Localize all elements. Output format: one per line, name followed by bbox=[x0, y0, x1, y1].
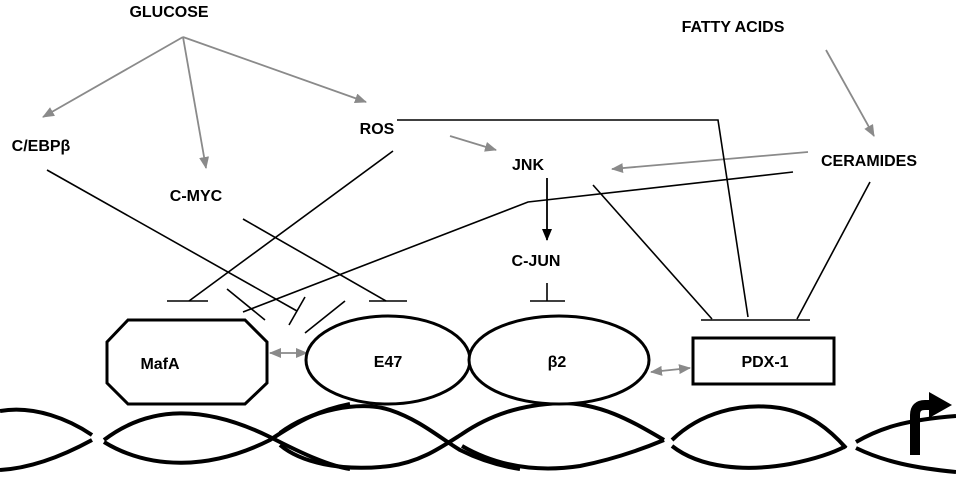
label-pdx1: PDX-1 bbox=[741, 354, 788, 371]
inhibition-lines bbox=[46, 119, 871, 334]
inhibit-jnk-pdx1 bbox=[592, 184, 713, 320]
label-cjun: C-JUN bbox=[512, 253, 561, 270]
label-ros: ROS bbox=[360, 121, 395, 138]
arrow-beta2-pdx1 bbox=[650, 364, 691, 376]
label-glucose: GLUCOSE bbox=[129, 4, 208, 21]
arrow-ros-jnk bbox=[449, 135, 497, 152]
inhibit-ceramides-pdx1 bbox=[796, 181, 871, 320]
activation-arrows bbox=[42, 36, 875, 376]
node-mafa: MafA bbox=[105, 318, 269, 406]
dna-helix bbox=[0, 400, 956, 474]
node-e47: E47 bbox=[304, 314, 472, 406]
label-fatty-acids: FATTY ACIDS bbox=[682, 19, 785, 36]
arrow-fattyacids-ceramides bbox=[825, 49, 875, 137]
inhibit-cmyc-e47 bbox=[242, 218, 387, 302]
inhibit-ros-mafa bbox=[188, 150, 394, 302]
label-e47: E47 bbox=[374, 354, 403, 371]
arrow-glucose-cmyc bbox=[182, 36, 210, 169]
label-ceramides: CERAMIDES bbox=[821, 153, 917, 170]
label-mafa: MafA bbox=[140, 356, 180, 373]
label-jnk: JNK bbox=[512, 157, 544, 174]
inhibit-cebpb-e47 bbox=[46, 169, 298, 312]
bent-arrow-icon bbox=[910, 392, 952, 455]
inhibit-ros-pdx1 bbox=[397, 119, 749, 318]
inhibit-ceramides-mafa bbox=[242, 171, 794, 313]
label-cmyc: C-MYC bbox=[170, 188, 223, 205]
arrow-glucose-ros bbox=[182, 36, 367, 104]
label-beta2: β2 bbox=[548, 354, 567, 371]
arrow-glucose-cebpb bbox=[42, 36, 184, 118]
node-beta2: β2 bbox=[467, 314, 651, 406]
label-cebpb: C/EBPβ bbox=[12, 138, 71, 155]
node-pdx1: PDX-1 bbox=[691, 336, 836, 386]
arrow-ceramides-jnk bbox=[611, 151, 809, 174]
